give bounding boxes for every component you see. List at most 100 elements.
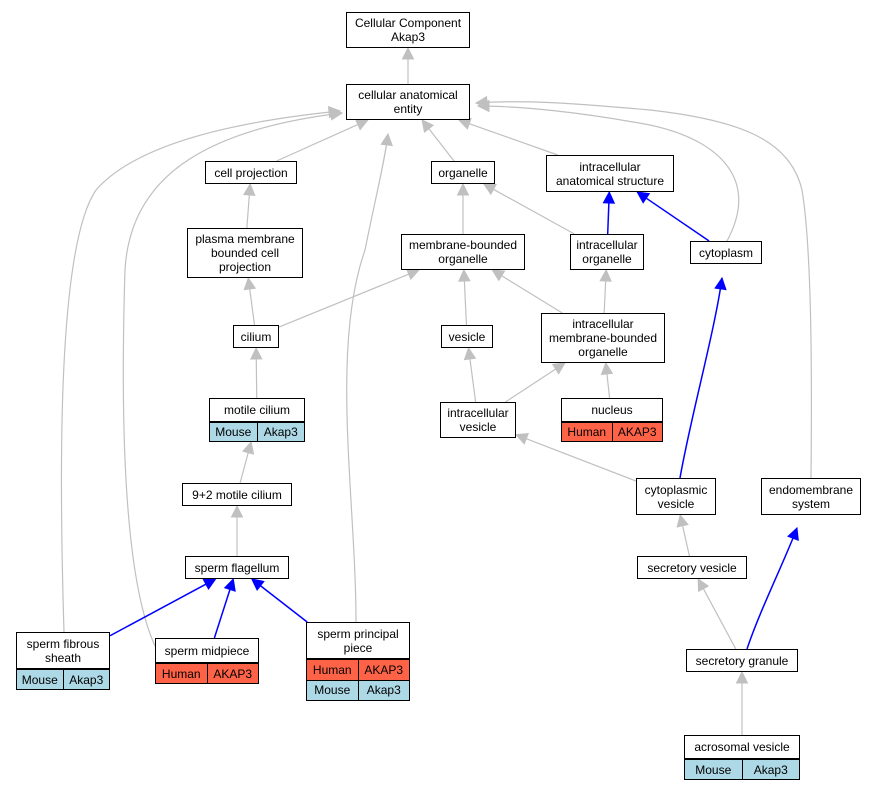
edge-secgran-to-endomem	[746, 527, 798, 650]
edge-vesicle-to-mbo	[463, 280, 468, 326]
node-root[interactable]: Cellular Component Akap3	[346, 12, 470, 48]
edge-midpiece-to-cae	[122, 112, 343, 647]
node-label: vesicle	[448, 329, 486, 344]
node-label: plasma membrane bounded cell projection	[195, 232, 295, 274]
edge-secgran-to-endomem-arrow	[787, 526, 799, 541]
edge-fibrous-to-cae	[60, 110, 341, 633]
node-label: cell projection	[214, 165, 288, 180]
node-label: sperm midpiece	[156, 639, 258, 663]
gene-cell: Akap3	[256, 423, 304, 441]
species-cell: Human	[156, 664, 207, 683]
edge-intorg-to-ias-arrow	[602, 190, 616, 204]
edge-fibrous-to-flagellum-arrow	[202, 578, 217, 591]
node-label: organelle	[438, 165, 488, 180]
node-cytoplasm[interactable]: cytoplasm	[690, 241, 762, 264]
edge-intves-to-vesicle	[469, 358, 477, 403]
edge-nucleus-to-imbo	[606, 373, 611, 399]
node-cae[interactable]: cellular anatomical entity	[346, 84, 470, 120]
edge-cytoplasm-to-ias	[645, 197, 710, 242]
edge-intves-to-vesicle-arrow	[463, 346, 477, 361]
edge-ninetwo-to-motile	[239, 452, 249, 484]
edge-intorg-to-ias	[606, 202, 610, 235]
edge-imbo-to-mbo-arrow	[491, 269, 506, 282]
node-label: intracellular vesicle	[447, 406, 509, 434]
node-pmbcp[interactable]: plasma membrane bounded cell projection	[187, 228, 303, 278]
edge-endomem-to-cae-arrow	[474, 95, 488, 109]
node-label: nucleus	[562, 399, 662, 422]
node-label: sperm flagellum	[194, 560, 280, 575]
gene-cell: AKAP3	[611, 423, 662, 441]
gene-cell: Akap3	[357, 680, 409, 700]
edge-cellproj-to-cae	[276, 123, 359, 162]
node-intves[interactable]: intracellular vesicle	[440, 402, 516, 438]
node-label: membrane-bounded organelle	[408, 238, 518, 266]
edge-cytoplasm-to-ias-arrow	[636, 191, 651, 204]
edge-cytves-to-intves	[526, 438, 637, 482]
node-label: Cellular Component Akap3	[354, 16, 462, 44]
edge-secves-to-cytves-arrow	[676, 513, 689, 528]
species-cell: Human	[562, 423, 612, 441]
edge-intves-to-imbo-arrow	[551, 362, 566, 375]
edge-cilium-to-mbo	[278, 273, 409, 328]
edge-organelle-to-cae-arrow	[421, 119, 435, 133]
node-vesicle[interactable]: vesicle	[441, 325, 493, 348]
node-label: intracellular anatomical structure	[555, 159, 665, 188]
edge-pmbcp-to-cellproj-arrow	[242, 182, 256, 196]
species-cell: Human	[307, 660, 358, 680]
node-cilium[interactable]: cilium	[233, 325, 279, 348]
node-secgran[interactable]: secretory granule	[686, 649, 798, 672]
node-organelle[interactable]: organelle	[431, 161, 495, 184]
node-ninetwo[interactable]: 9+2 motile cilium	[182, 483, 292, 506]
edge-cellproj-to-cae-arrow	[354, 118, 369, 131]
node-endomem[interactable]: endomembrane system	[761, 478, 861, 515]
node-cytves[interactable]: cytoplasmic vesicle	[636, 478, 716, 515]
edge-nucleus-to-imbo-arrow	[600, 361, 614, 376]
node-intorg[interactable]: intracellular organelle	[570, 234, 644, 270]
node-label: cytoplasmic vesicle	[644, 482, 708, 511]
node-label: intracellular membrane-bounded organelle	[548, 317, 658, 359]
edge-midpiece-to-cae-arrow	[329, 108, 344, 121]
edge-endomem-to-cae	[475, 101, 813, 479]
gene-cell: Akap3	[62, 670, 109, 689]
edge-principal-to-flagellum-arrow	[250, 578, 265, 592]
node-mbo[interactable]: membrane-bounded organelle	[401, 234, 525, 270]
gene-cell: Akap3	[741, 760, 799, 779]
edge-secves-to-cytves	[682, 525, 690, 557]
edge-principal-to-cae-arrow	[380, 132, 393, 147]
species-cell: Mouse	[685, 760, 742, 779]
edge-vesicle-to-mbo-arrow	[458, 268, 471, 282]
edge-organelle-to-cae	[428, 128, 455, 162]
node-ias[interactable]: intracellular anatomical structure	[546, 155, 674, 192]
node-cellproj[interactable]: cell projection	[205, 161, 297, 184]
node-secves[interactable]: secretory vesicle	[637, 556, 747, 579]
node-imbo[interactable]: intracellular membrane-bounded organelle	[541, 313, 665, 363]
node-label: cilium	[240, 329, 272, 344]
edge-pmbcp-to-cellproj	[246, 194, 250, 229]
edge-midpiece-to-flagellum-arrow	[223, 577, 236, 592]
edge-cytves-to-cytoplasm-arrow	[714, 276, 727, 291]
edge-cilium-to-mbo-arrow	[405, 268, 420, 281]
node-label: sperm fibrous sheath	[17, 633, 109, 669]
node-label: endomembrane system	[768, 482, 854, 511]
node-flagellum[interactable]: sperm flagellum	[185, 556, 289, 579]
edge-intves-to-imbo	[505, 368, 557, 403]
species-cell: Mouse	[307, 680, 358, 700]
node-label: 9+2 motile cilium	[192, 487, 282, 502]
edge-imbo-to-mbo	[501, 275, 563, 314]
edge-intorg-to-organelle	[493, 188, 575, 235]
edge-imbo-to-intorg	[603, 280, 607, 314]
edge-ninetwo-to-motile-arrow	[242, 440, 255, 455]
species-cell: Mouse	[17, 670, 63, 689]
